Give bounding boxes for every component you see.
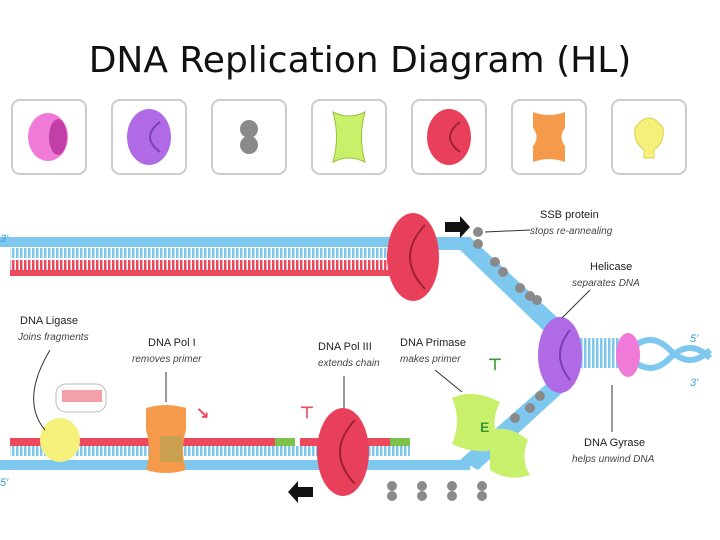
pol3-desc: extends chain [318,358,380,369]
ligase-legend [11,99,87,175]
ligase [40,383,107,462]
gyrase-icon [28,113,68,161]
primase-desc: makes primer [400,354,461,365]
svg-text:⊤: ⊤ [488,357,502,374]
gyrase-label: DNA Gyrase [584,437,645,449]
helicase-desc: separates DNA [572,278,640,289]
ssb-label: SSB protein [540,209,599,221]
pol1 [146,405,186,473]
primase-label: DNA Primase [400,337,466,349]
ssb-proteins [387,227,545,501]
ligase-legend-2 [611,99,687,175]
svg-text:⊤: ⊤ [300,405,314,422]
pol3-label: DNA Pol III [318,341,372,353]
ligase-label: DNA Ligase [20,315,78,327]
ssb-icon [240,120,258,154]
helicase-legend [111,99,187,175]
gyrase-desc: helps unwind DNA [572,454,655,465]
ssb-desc: stops re-annealing [530,226,613,237]
pol1-icon [533,112,565,162]
end-left-bottom: 5' [0,477,9,489]
primer-fragments: ↘ ⊤ ⊤ [196,357,502,422]
end-left-top: 3' [0,233,9,245]
pol3-icon [427,109,471,165]
pol3-bottom [288,408,369,503]
page-title: DNA Replication Diagram (HL) [88,40,632,81]
pol1-desc: removes primer [132,354,202,365]
helicase [538,317,582,393]
ligase-desc: Joins fragments [17,332,89,343]
legend-row [11,99,687,175]
pol3-top [387,213,470,301]
end-right-bottom: 3' [690,377,699,389]
pol1-label: DNA Pol I [148,337,196,349]
gyrase [616,333,640,377]
pol1-legend [511,99,587,175]
primase-legend [311,99,387,175]
top-duplex [0,237,560,332]
ssb-legend [211,99,287,175]
ligase-icon [634,117,664,159]
helicase-label: Helicase [590,261,632,273]
primase-icon [332,111,366,163]
helicase-icon [127,109,171,165]
svg-text:↘: ↘ [196,405,209,422]
callout-arrows [33,229,613,432]
svg-text:E: E [480,419,489,435]
primase: E [452,393,530,478]
pol3-legend [411,99,487,175]
end-right-top: 5' [690,333,699,345]
